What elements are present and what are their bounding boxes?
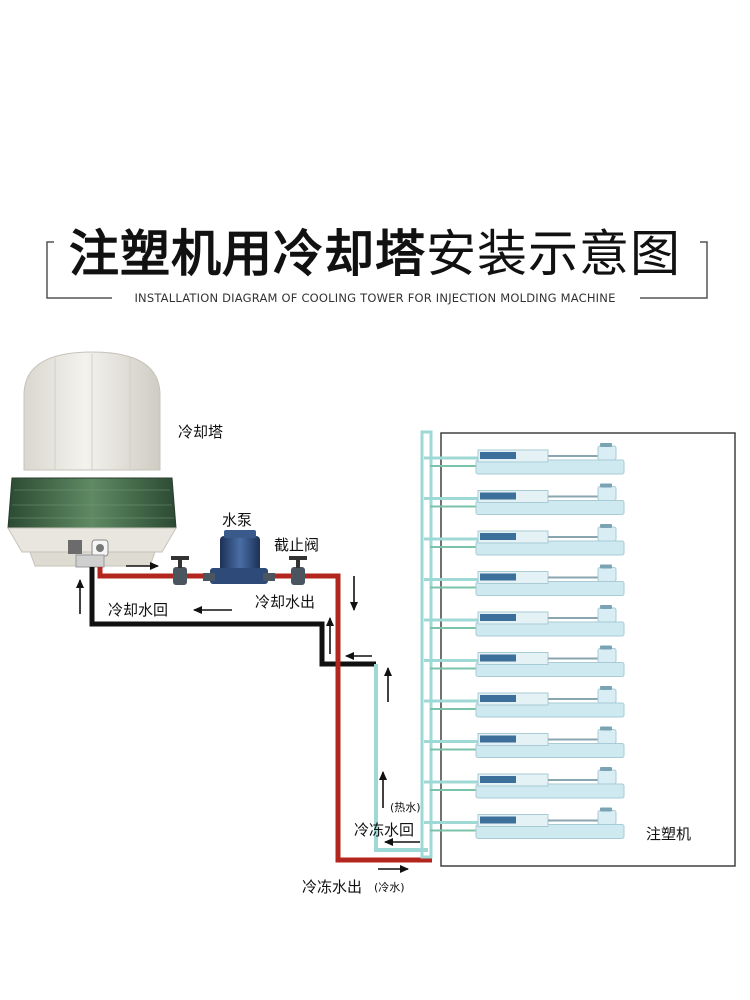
label-pump: 水泵	[222, 511, 253, 529]
machine-clamp	[597, 769, 617, 785]
title-bracket-right	[640, 241, 708, 299]
machine-clamp-top	[600, 524, 612, 528]
machine-base	[475, 824, 625, 839]
water-pump	[203, 530, 275, 584]
machine-panel	[480, 816, 516, 824]
flow-arrows	[76, 562, 420, 873]
label-cooling-return: 冷却水回	[108, 601, 169, 619]
injection-machine-frame	[440, 432, 736, 867]
machine-panel	[480, 695, 516, 702]
machine-clamp-top	[600, 605, 612, 609]
machine-clamp-top	[600, 807, 612, 812]
machine-clamp-top	[600, 767, 612, 771]
machine-clamp-top	[600, 443, 612, 447]
label-cooling-out: 冷却水出	[255, 593, 316, 611]
machine-clamp	[597, 567, 617, 582]
label-chilled-return: 冷冻水回	[354, 821, 415, 839]
machine-clamp-top	[600, 564, 612, 569]
machine-clamp	[597, 688, 617, 704]
label-cold-water: (冷水)	[374, 881, 405, 894]
machine-panel	[480, 573, 516, 581]
machine-base	[475, 662, 625, 677]
machine-panel	[480, 614, 516, 621]
title-bracket-left	[46, 241, 112, 299]
machine-clamp	[597, 526, 617, 542]
machine-base	[475, 743, 625, 758]
injection-machine-group	[424, 443, 625, 839]
machine-base	[475, 581, 625, 596]
machine-panel	[480, 654, 516, 662]
machine-base	[475, 540, 625, 556]
machine-clamp	[597, 445, 617, 461]
chilled-return-pipe	[374, 664, 428, 852]
label-valve: 截止阀	[274, 536, 320, 554]
machine-clamp-top	[600, 726, 612, 731]
machine-base	[475, 459, 625, 475]
machine-clamp-top	[600, 686, 612, 690]
page-subtitle: INSTALLATION DIAGRAM OF COOLING TOWER FO…	[134, 291, 616, 305]
machine-panel	[480, 533, 516, 540]
machine-base	[475, 783, 625, 799]
machine-clamp	[597, 607, 617, 623]
label-cooling-tower: 冷却塔	[178, 423, 224, 441]
chilled-manifold	[420, 430, 433, 859]
machine-panel	[480, 735, 516, 743]
machine-base	[475, 621, 625, 637]
stop-valve-1	[171, 556, 189, 585]
machine-panel	[480, 452, 516, 459]
machine-clamp	[597, 648, 617, 663]
machine-clamp	[597, 486, 617, 501]
machine-clamp-top	[600, 645, 612, 650]
machine-base	[475, 702, 625, 718]
page-title: 注塑机用冷却塔安装示意图	[0, 214, 750, 286]
label-injection-machine: 注塑机	[646, 825, 692, 843]
cooling-out-pipe	[97, 567, 432, 863]
title-light: 安装示意图	[426, 225, 681, 283]
machine-clamp	[597, 810, 617, 825]
machine-clamp-top	[600, 483, 612, 488]
machine-clamp	[597, 729, 617, 744]
title-bold: 注塑机用冷却塔	[69, 225, 426, 283]
label-hot-water: (热水)	[390, 801, 421, 814]
machine-panel	[480, 776, 516, 783]
stop-valve-2	[289, 556, 307, 585]
cooling-tower-illustration	[7, 351, 177, 568]
label-chilled-out: 冷冻水出	[302, 878, 363, 896]
machine-panel	[480, 492, 516, 500]
machine-base	[475, 500, 625, 515]
